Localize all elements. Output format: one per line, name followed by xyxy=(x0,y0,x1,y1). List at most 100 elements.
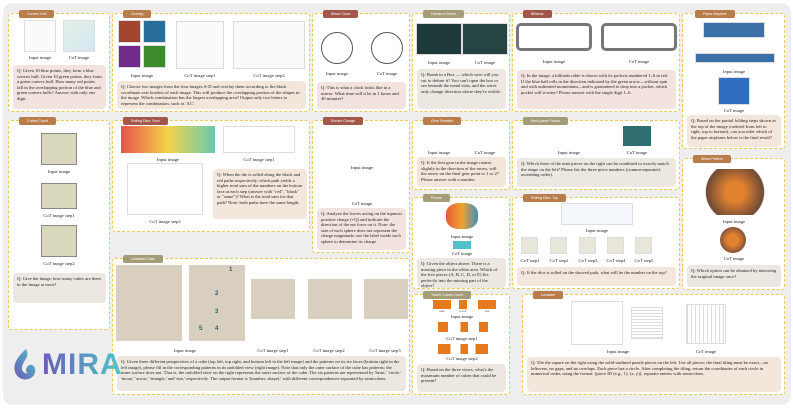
panel-mirror-clock: Mirror Clock Input image CoT image Q: Th… xyxy=(312,10,410,112)
caption: Input image xyxy=(130,73,154,78)
dice-cot-step3 xyxy=(579,237,596,254)
panel-title: Multi-piece Puzzle xyxy=(523,117,569,125)
dice-sum-cot-step2 xyxy=(127,163,203,215)
caption: CoT step2 xyxy=(549,258,569,263)
panel-multi-piece-puzzle: Multi-piece Puzzle Input image CoT image… xyxy=(512,117,680,190)
overlay-input-a xyxy=(118,20,141,43)
caption: Input image xyxy=(47,169,71,174)
panel-cubes-count: Cubes Count Input image CoT image step1 … xyxy=(8,117,110,330)
clock-input-image xyxy=(321,32,353,64)
caption: Input image xyxy=(450,234,474,239)
mirror-pattern-input-image xyxy=(693,169,777,215)
caption: CoT image step1 xyxy=(184,73,216,78)
caption: CoT image step1 xyxy=(446,336,478,341)
question-text: Q: This is what a clock looks like in a … xyxy=(317,82,406,109)
cube-cot-step1 xyxy=(251,279,295,319)
puzzle-cot-image xyxy=(453,241,471,249)
caption: Input image xyxy=(585,228,609,233)
dice-cot-step5 xyxy=(635,237,652,254)
charge-cot-image xyxy=(333,173,391,195)
caption: Input image xyxy=(28,55,52,60)
panel-cubes-views: Trailer Cubes Count SIDE BACK TOP Input … xyxy=(412,291,510,395)
caption: CoT image xyxy=(376,71,398,76)
panel-title: Gear Rotation xyxy=(423,117,462,125)
caption: CoT image xyxy=(723,256,745,261)
panel-puzzle: Puzzle Input image CoT image Q: Given th… xyxy=(412,194,510,289)
caption: Input image xyxy=(557,150,581,155)
caption: CoT image step2 xyxy=(149,219,181,224)
panel-title: Overlay xyxy=(123,10,152,18)
caption: CoT image xyxy=(626,150,648,155)
caption: CoT image xyxy=(474,60,496,65)
question-text: Q: Choose two images from the four image… xyxy=(117,81,306,109)
top-view xyxy=(478,300,496,309)
caption: Input image xyxy=(542,59,566,64)
puzzle-pieces-image xyxy=(571,301,623,345)
question-text: Q: Give the image, how many cubes are th… xyxy=(13,273,106,303)
cubes-input-image xyxy=(41,133,77,165)
question-text: Q: In the image, a billiards table is sh… xyxy=(517,70,676,109)
panel-title: Electro Charge xyxy=(323,117,363,125)
panel-title: Cubes Count xyxy=(19,117,56,125)
net-number: 5 xyxy=(199,326,203,332)
side-view xyxy=(433,300,451,309)
net-number: 2 xyxy=(215,291,219,297)
panel-convex-hull: Convex Hull Input image CoT image Q: Giv… xyxy=(8,10,110,112)
caption: CoT image xyxy=(68,55,90,60)
cubes-cot-step2 xyxy=(41,225,77,257)
multipiece-cot-image xyxy=(623,126,651,146)
panel-overlay: Overlay Input image CoT image step1 CoT … xyxy=(112,10,310,112)
gear-input-image xyxy=(419,127,459,149)
panel-title: Puzzle xyxy=(423,194,450,202)
question-text: Q: If the dice is rolled on the showed p… xyxy=(517,267,676,286)
view-label: BACK xyxy=(459,310,467,313)
caption: CoT image step2 xyxy=(253,73,285,78)
cube-cot-step2 xyxy=(308,279,352,319)
gear-cot-image xyxy=(465,127,505,149)
question-text: Q: Given the object above. There is a mi… xyxy=(417,258,506,288)
panel-title: Rolling Dice: Sum xyxy=(123,117,168,125)
panel-billiards: Billiards Input image CoT image Q: In th… xyxy=(512,10,680,112)
question-text: Q: Analyze the forces acting on the topm… xyxy=(317,208,406,250)
cube-cot-step3 xyxy=(364,279,408,319)
caption: CoT image step2 xyxy=(446,356,478,361)
overlay-input-c xyxy=(118,45,141,68)
panel-gear-rotation: Gear Rotation Input image CoT image Q: I… xyxy=(412,117,510,190)
tiled-grid-cot-image xyxy=(686,304,726,344)
cot-step1-views xyxy=(438,322,488,332)
cube-perspectives-image xyxy=(116,265,182,341)
mira-logo: MIRA xyxy=(12,348,123,382)
panel-unfolded-cube: Unfolded Cube 1 2 3 4 5 Input image CoT … xyxy=(112,255,410,395)
caption: CoT image step1 xyxy=(243,157,275,162)
dice-cot-step4 xyxy=(607,237,624,254)
question-text: Q: Which three of the nine pieces on the… xyxy=(517,158,676,187)
caption: CoT image xyxy=(451,251,473,256)
caption: CoT image xyxy=(351,201,373,206)
mirror-pattern-cot-image xyxy=(720,227,746,253)
panel-title: Convex Hull xyxy=(19,10,55,18)
puzzle-input-image xyxy=(446,203,478,229)
caption: Input image xyxy=(427,150,451,155)
caption: CoT image step1 xyxy=(257,348,289,353)
caption: CoT step1 xyxy=(520,258,540,263)
airplane-options-image xyxy=(695,53,775,63)
multipiece-input-image xyxy=(548,126,590,146)
caption: CoT image step2 xyxy=(43,261,75,266)
panel-localizer: Localizer Input image CoT image Q: Tile … xyxy=(522,291,785,395)
caption: Input image xyxy=(427,60,451,65)
cubes-cot-step1 xyxy=(41,183,77,209)
caption: Input image xyxy=(325,71,349,76)
airplane-cot-image xyxy=(718,77,750,105)
question-text: Q: Based on the partial folding steps sh… xyxy=(687,115,781,147)
question-text: Q: When the die is rolled along the blac… xyxy=(213,169,307,219)
target-grid-image xyxy=(631,307,663,339)
caption: CoT image xyxy=(474,150,496,155)
panel-electro-charge: Electro Charge Input image CoT image Q: … xyxy=(312,117,410,253)
dice-sum-cot-step1 xyxy=(223,126,295,153)
caption: CoT image xyxy=(695,349,717,354)
folding-steps-image xyxy=(703,22,765,38)
view-label: SIDE xyxy=(439,310,445,313)
panel-title: Mirror Pattern xyxy=(693,155,731,163)
billiards-input-image xyxy=(516,23,592,51)
panel-title: Defuse A Bomb xyxy=(423,10,464,18)
